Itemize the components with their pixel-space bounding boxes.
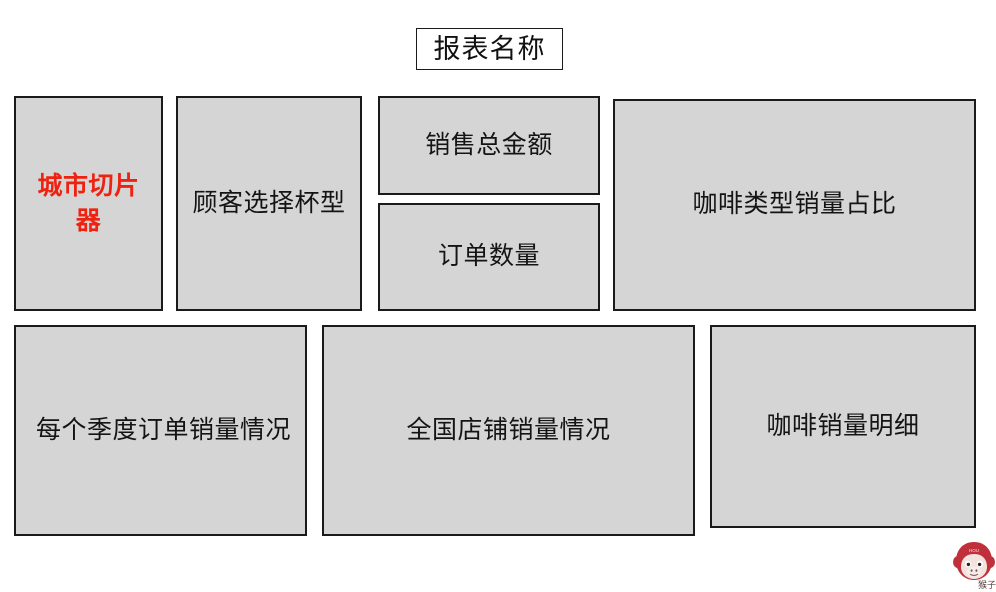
panel-total-sales-label: 销售总金额 [425,130,553,159]
panel-national-store-sales[interactable]: 全国店铺销量情况 [322,325,695,536]
panel-city-slicer-label: 城市切片器 [37,171,140,235]
watermark: HOU 猴子 [952,540,996,590]
panel-coffee-type-share[interactable]: 咖啡类型销量占比 [613,99,976,311]
panel-coffee-sales-detail-label: 咖啡销量明细 [766,411,920,440]
monkey-logo-icon: HOU [953,542,995,580]
monkey-logo-badge-text: HOU [969,548,979,553]
panel-cup-type-label: 顾客选择杯型 [192,189,346,217]
panel-order-count[interactable]: 订单数量 [378,203,600,311]
panel-city-slicer[interactable]: 城市切片器 [14,96,163,311]
panel-coffee-sales-detail[interactable]: 咖啡销量明细 [710,325,976,528]
panel-quarterly-orders[interactable]: 每个季度订单销量情况 [14,325,307,536]
panel-cup-type[interactable]: 顾客选择杯型 [176,96,362,311]
watermark-label: 猴子 [977,580,996,590]
report-title-box[interactable]: 报表名称 [416,28,563,70]
panel-national-store-sales-label: 全国店铺销量情况 [406,415,611,444]
panel-total-sales[interactable]: 销售总金额 [378,96,600,195]
panel-coffee-type-share-label: 咖啡类型销量占比 [692,190,897,219]
panel-quarterly-orders-label: 每个季度订单销量情况 [36,416,292,445]
report-title-text: 报表名称 [433,33,546,64]
panel-order-count-label: 订单数量 [437,242,540,271]
